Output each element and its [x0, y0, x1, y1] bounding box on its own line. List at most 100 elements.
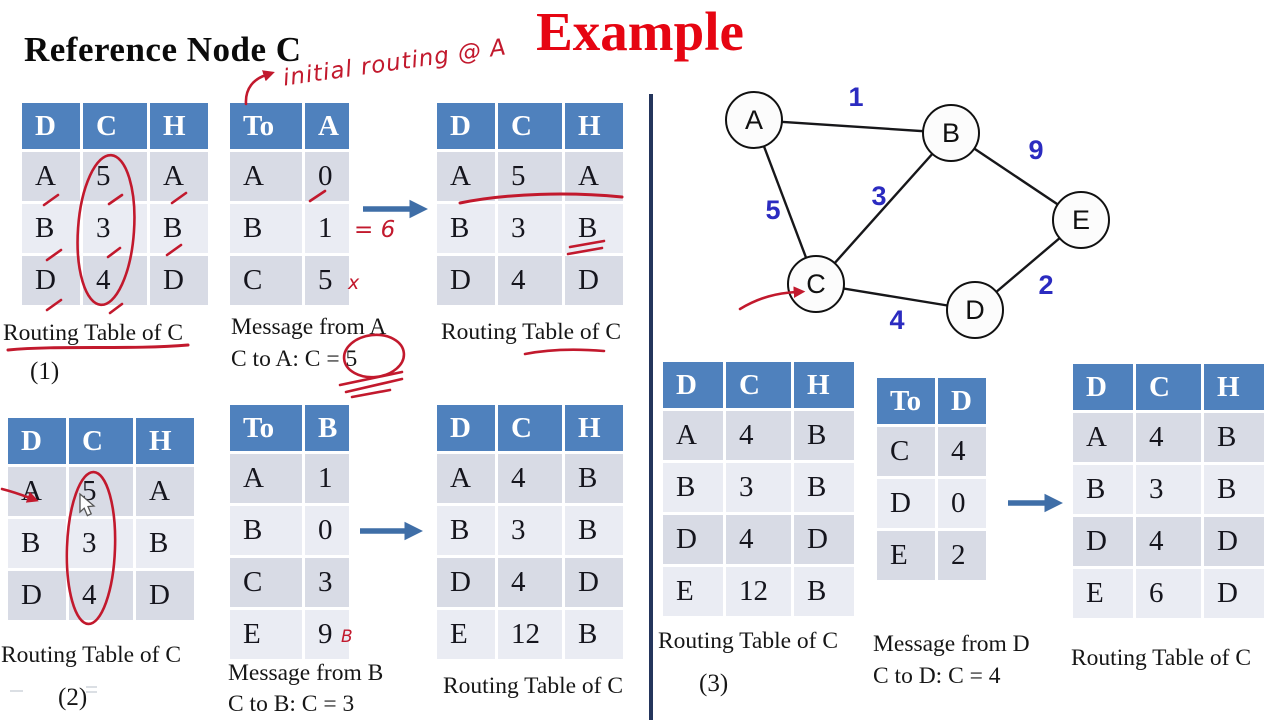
handwritten-arrow-row-a — [0, 487, 39, 503]
table-cell: D — [1204, 517, 1264, 566]
table-cell: D — [877, 479, 935, 528]
table-cell: B — [1204, 413, 1264, 462]
table-cell: B — [8, 519, 66, 568]
graph-edge-weight-BE: 9 — [1028, 135, 1043, 165]
graph-node-label-E: E — [1072, 205, 1090, 235]
graph-node-B — [922, 104, 980, 162]
table-cell: E — [230, 610, 302, 659]
table-cell: D — [663, 515, 723, 564]
table-cell: B — [565, 610, 623, 659]
table-caption: C to B: C = 3 — [228, 691, 355, 717]
table-caption: C to D: C = 4 — [873, 663, 1001, 689]
table-cell: D — [794, 515, 854, 564]
table-cell: 0 — [305, 152, 349, 201]
handwritten-note-arrow — [244, 70, 275, 106]
table-cell: 4 — [726, 515, 791, 564]
table-cell: 9 — [305, 610, 349, 659]
graph-node-label-C: C — [806, 269, 826, 299]
table-cell: 3 — [498, 204, 562, 253]
table-header-cell: D — [663, 362, 723, 408]
table-cell: 4 — [938, 427, 986, 476]
handwritten-underline-row-a — [458, 192, 624, 205]
table-cell: B — [794, 567, 854, 616]
table-cell: C — [230, 256, 302, 305]
table-cell: 2 — [938, 531, 986, 580]
table-cell: A — [230, 152, 302, 201]
table-header-cell: C — [726, 362, 791, 408]
table-number: (3) — [699, 670, 729, 697]
table-cell: D — [136, 571, 194, 620]
table-cell: D — [437, 256, 495, 305]
table-cell: B — [565, 454, 623, 503]
faded-player-controls — [10, 686, 97, 693]
table-cell: B — [230, 506, 302, 555]
table-cell: 4 — [498, 454, 562, 503]
table-number: (1) — [30, 358, 60, 385]
table-cell: B — [437, 506, 495, 555]
table-cell: B — [1073, 465, 1133, 514]
graph-edge-weight-AB: 1 — [848, 82, 863, 112]
table-cell: 3 — [1136, 465, 1201, 514]
graph-edge-BC — [815, 132, 952, 285]
graph-edge-AC — [752, 119, 818, 285]
table-header-cell: D — [8, 418, 66, 464]
table-caption: Routing Table of C — [1, 642, 182, 668]
caption-underline-3 — [523, 348, 606, 356]
table-cell: B — [136, 519, 194, 568]
table-cell: 4 — [498, 558, 562, 607]
handwritten-double-underline-b — [566, 239, 606, 256]
table-header-cell: C — [1136, 364, 1201, 410]
table-cell: E — [1073, 569, 1133, 618]
table-cell: 0 — [305, 506, 349, 555]
table-cell: A — [230, 454, 302, 503]
graph-edge-weight-DE: 2 — [1038, 270, 1053, 300]
table-header-cell: H — [1204, 364, 1264, 410]
table-cell: A — [663, 411, 723, 460]
table-cell: A — [437, 454, 495, 503]
table-cell: C — [230, 558, 302, 607]
handwritten-scribble — [338, 370, 404, 399]
handwritten-check-marks — [42, 189, 327, 315]
table-caption: C to A: C = 5 — [231, 346, 358, 372]
table-caption: Routing Table of C — [443, 673, 624, 699]
divider-line — [649, 94, 653, 720]
handwritten-b-mark: B — [341, 627, 353, 647]
table-header-cell: D — [437, 103, 495, 149]
table-caption: Message from B — [228, 660, 384, 686]
caption-underline-1 — [6, 343, 190, 352]
graph-node-D — [946, 281, 1004, 339]
table-cell: 5 — [83, 152, 147, 201]
table-cell: A — [1073, 413, 1133, 462]
graph-edge-weight-CD: 4 — [889, 305, 904, 335]
table-number: (2) — [58, 684, 88, 711]
table-header-cell: To — [230, 405, 302, 451]
table-cell: 12 — [726, 567, 791, 616]
table-cell: D — [565, 256, 623, 305]
table-cell: 5 — [305, 256, 349, 305]
table-caption: Message from A — [231, 314, 387, 340]
graph-edge-AB — [753, 118, 952, 135]
table-header-cell: D — [22, 103, 80, 149]
table-cell: 4 — [726, 411, 791, 460]
table-caption: Routing Table of C — [441, 319, 622, 345]
table-cell: E — [877, 531, 935, 580]
table-header-cell: C — [498, 405, 562, 451]
graph-node-label-B: B — [942, 118, 960, 148]
table-cell: 3 — [69, 519, 133, 568]
graph-node-A — [725, 91, 783, 149]
table-header-cell: C — [498, 103, 562, 149]
handwritten-cross: x — [348, 272, 360, 294]
table-cell: B — [565, 506, 623, 555]
graph-node-label-D: D — [965, 295, 985, 325]
table-header-cell: D — [1073, 364, 1133, 410]
graph-node-C — [787, 255, 845, 313]
table-cell: C — [877, 427, 935, 476]
